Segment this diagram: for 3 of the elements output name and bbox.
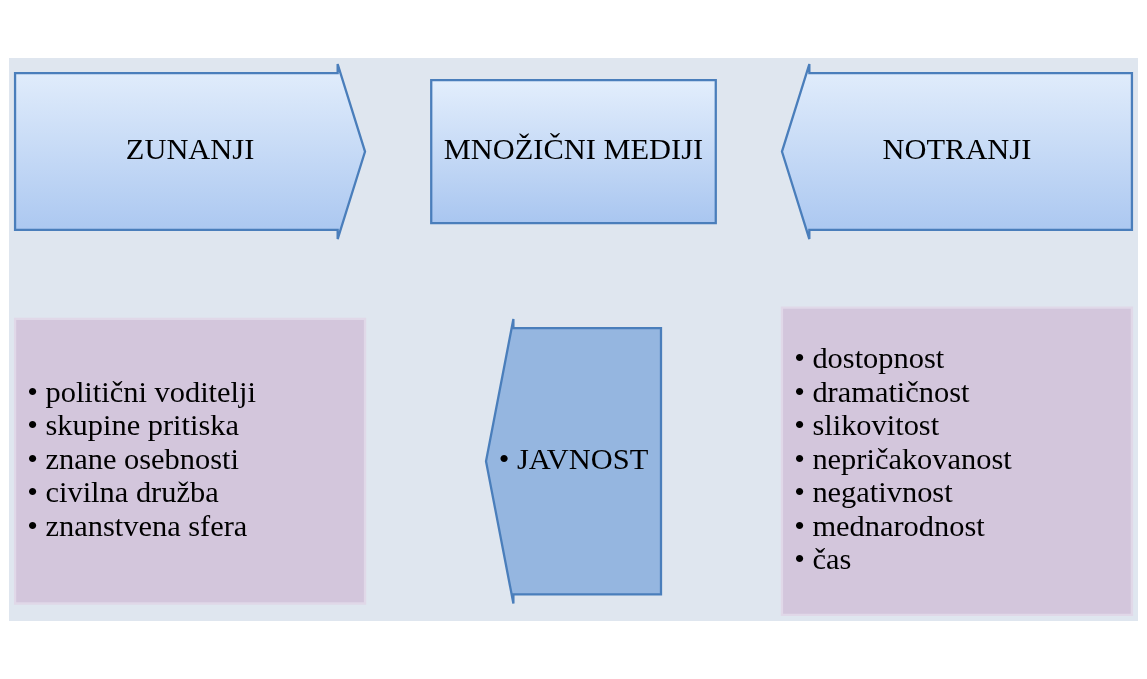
node-box: • dostopnost • dramatičnost • slikovitost • nepričakovanost • negativnost • mednarodnost • čas: [780, 306, 1134, 617]
node-box: MNOŽIČNI MEDIJI: [430, 78, 717, 225]
node-box: • politični voditelji • skupine pritiska • znane osebnosti • civilna družba • znanstvena sfera: [13, 317, 367, 605]
